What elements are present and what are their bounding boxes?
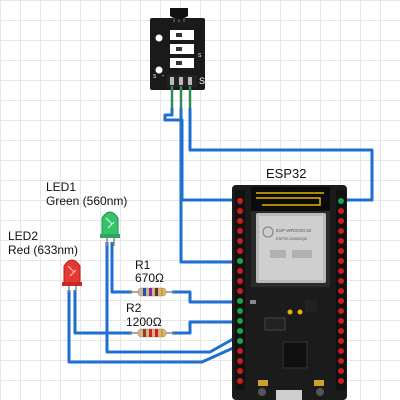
r2-value: 1200Ω	[126, 315, 162, 329]
sensor-small-label-top: S	[198, 53, 202, 59]
sensor-minus-label: -	[162, 73, 165, 80]
sensor-leads	[170, 86, 192, 108]
r1-value: 670Ω	[135, 271, 164, 285]
esp32-left-pins	[235, 190, 245, 390]
led1-name: LED1	[46, 180, 77, 194]
led2-name: LED2	[8, 229, 39, 243]
r1-name: R1	[135, 258, 151, 272]
sensor-module: S - S S	[150, 18, 205, 90]
esp32-shield-line-2: ESP32-D0WDQ6	[276, 236, 308, 241]
led1-desc: Green (560nm)	[46, 194, 128, 208]
esp32-board: ESP-WROOM-32 ESP32-D0WDQ6	[232, 185, 347, 400]
resistor-r1	[130, 287, 174, 297]
sensor-transistor	[170, 8, 188, 22]
sensor-small-label-bottom: S	[153, 74, 157, 80]
sensor-pin-label: S	[199, 76, 205, 86]
r2-name: R2	[126, 301, 142, 315]
esp32-title: ESP32	[266, 166, 307, 181]
wires	[67, 108, 374, 364]
led1-green	[100, 211, 120, 246]
led2-desc: Red (633nm)	[8, 243, 79, 257]
esp32-right-pins	[336, 190, 346, 390]
resistor-r2	[130, 328, 174, 338]
led2-red	[62, 259, 82, 292]
esp32-shield-line-1: ESP-WROOM-32	[276, 228, 312, 233]
